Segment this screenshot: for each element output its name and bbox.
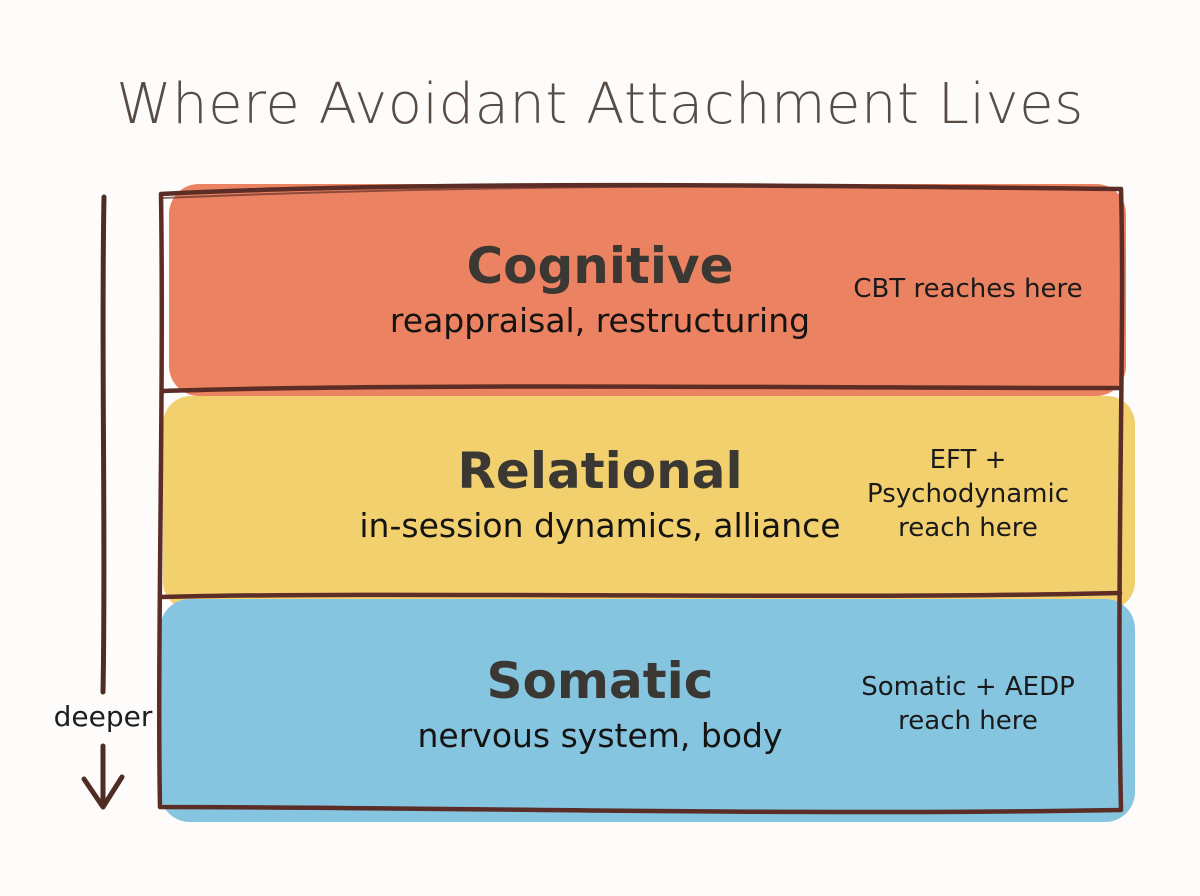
- cognitive-heading: Cognitive: [466, 236, 734, 295]
- somatic-heading: Somatic: [486, 651, 714, 710]
- cognitive-main-text: Cognitive reappraisal, restructuring: [160, 186, 1040, 392]
- relational-heading: Relational: [457, 441, 743, 500]
- somatic-layer-fill: [160, 599, 1135, 822]
- somatic-subtitle: nervous system, body: [417, 715, 783, 755]
- somatic-main-text: Somatic nervous system, body: [160, 598, 1040, 810]
- cognitive-relational-divider: [159, 384, 1123, 394]
- layer-somatic: Somatic nervous system, body Somatic + A…: [0, 598, 1200, 810]
- layer-relational: Relational in-session dynamics, alliance…: [0, 392, 1200, 596]
- outer-box-outline: [156, 182, 1125, 815]
- cognitive-layer-fill: [169, 184, 1126, 396]
- top-edge-double-stroke: [162, 185, 1041, 199]
- cognitive-subtitle: reappraisal, restructuring: [389, 300, 811, 340]
- depth-arrow-group: [81, 194, 125, 810]
- somatic-annotation: Somatic + AEDP reach here: [861, 671, 1075, 736]
- box-outlines: [156, 182, 1125, 815]
- relational-main-text: Relational in-session dynamics, alliance: [160, 392, 1040, 596]
- relational-subtitle: in-session dynamics, alliance: [359, 505, 841, 545]
- down-arrow-head-icon: [81, 774, 125, 810]
- cognitive-annotation-col: CBT reaches here: [840, 186, 1096, 392]
- relational-layer-fill: [163, 396, 1135, 610]
- layer-cognitive: Cognitive reappraisal, restructuring CBT…: [0, 186, 1200, 392]
- depth-axis-line: [100, 194, 107, 695]
- relational-annotation: EFT + Psychodynamic reach here: [867, 444, 1069, 544]
- relational-somatic-divider: [158, 590, 1123, 600]
- somatic-annotation-col: Somatic + AEDP reach here: [840, 598, 1096, 810]
- page-title: Where Avoidant Attachment Lives: [116, 72, 1084, 137]
- relational-annotation-col: EFT + Psychodynamic reach here: [840, 392, 1096, 596]
- cognitive-annotation: CBT reaches here: [853, 273, 1083, 304]
- depth-label: deeper: [53, 700, 153, 733]
